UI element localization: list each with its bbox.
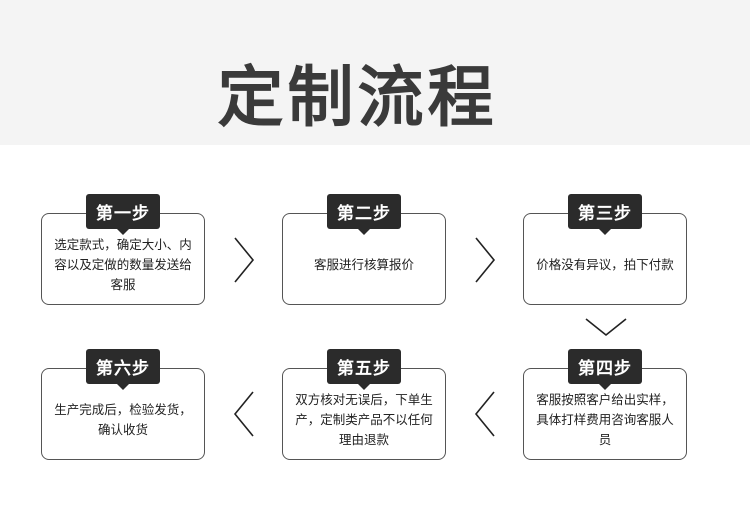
chevron-down-icon (584, 317, 628, 337)
step-4-box: 第四步 客服按照客户给出实样，具体打样费用咨询客服人员 (523, 349, 687, 460)
step-4-label: 第四步 (568, 349, 642, 390)
step-1-box: 第一步 选定款式，确定大小、内容以及定做的数量发送给客服 (41, 194, 205, 305)
step-6-label: 第六步 (86, 349, 160, 390)
step-3-box: 第三步 价格没有异议，拍下付款 (523, 194, 687, 305)
step-2-text: 客服进行核算报价 (313, 257, 414, 272)
chevron-right-icon (474, 236, 496, 284)
step-5-box: 第五步 双方核对无误后，下单生产，定制类产品不以任何理由退款 (282, 349, 446, 460)
step-1-text: 选定款式，确定大小、内容以及定做的数量发送给客服 (54, 237, 192, 292)
step-3-text: 价格没有异议，拍下付款 (536, 257, 674, 272)
chevron-left-icon (474, 390, 496, 438)
step-2-box: 第二步 客服进行核算报价 (282, 194, 446, 305)
step-6-box: 第六步 生产完成后，检验发货，确认收货 (41, 349, 205, 460)
step-5-label: 第五步 (327, 349, 401, 390)
step-5-text: 双方核对无误后，下单生产，定制类产品不以任何理由退款 (295, 392, 433, 447)
chevron-right-icon (233, 236, 255, 284)
step-1-label: 第一步 (86, 194, 160, 235)
step-4-text: 客服按照客户给出实样，具体打样费用咨询客服人员 (536, 392, 674, 447)
step-6-text: 生产完成后，检验发货，确认收货 (54, 402, 192, 437)
step-3-label: 第三步 (568, 194, 642, 235)
page-title: 定制流程 (217, 59, 498, 136)
header-band (0, 0, 750, 145)
step-2-label: 第二步 (327, 194, 401, 235)
chevron-left-icon (233, 390, 255, 438)
